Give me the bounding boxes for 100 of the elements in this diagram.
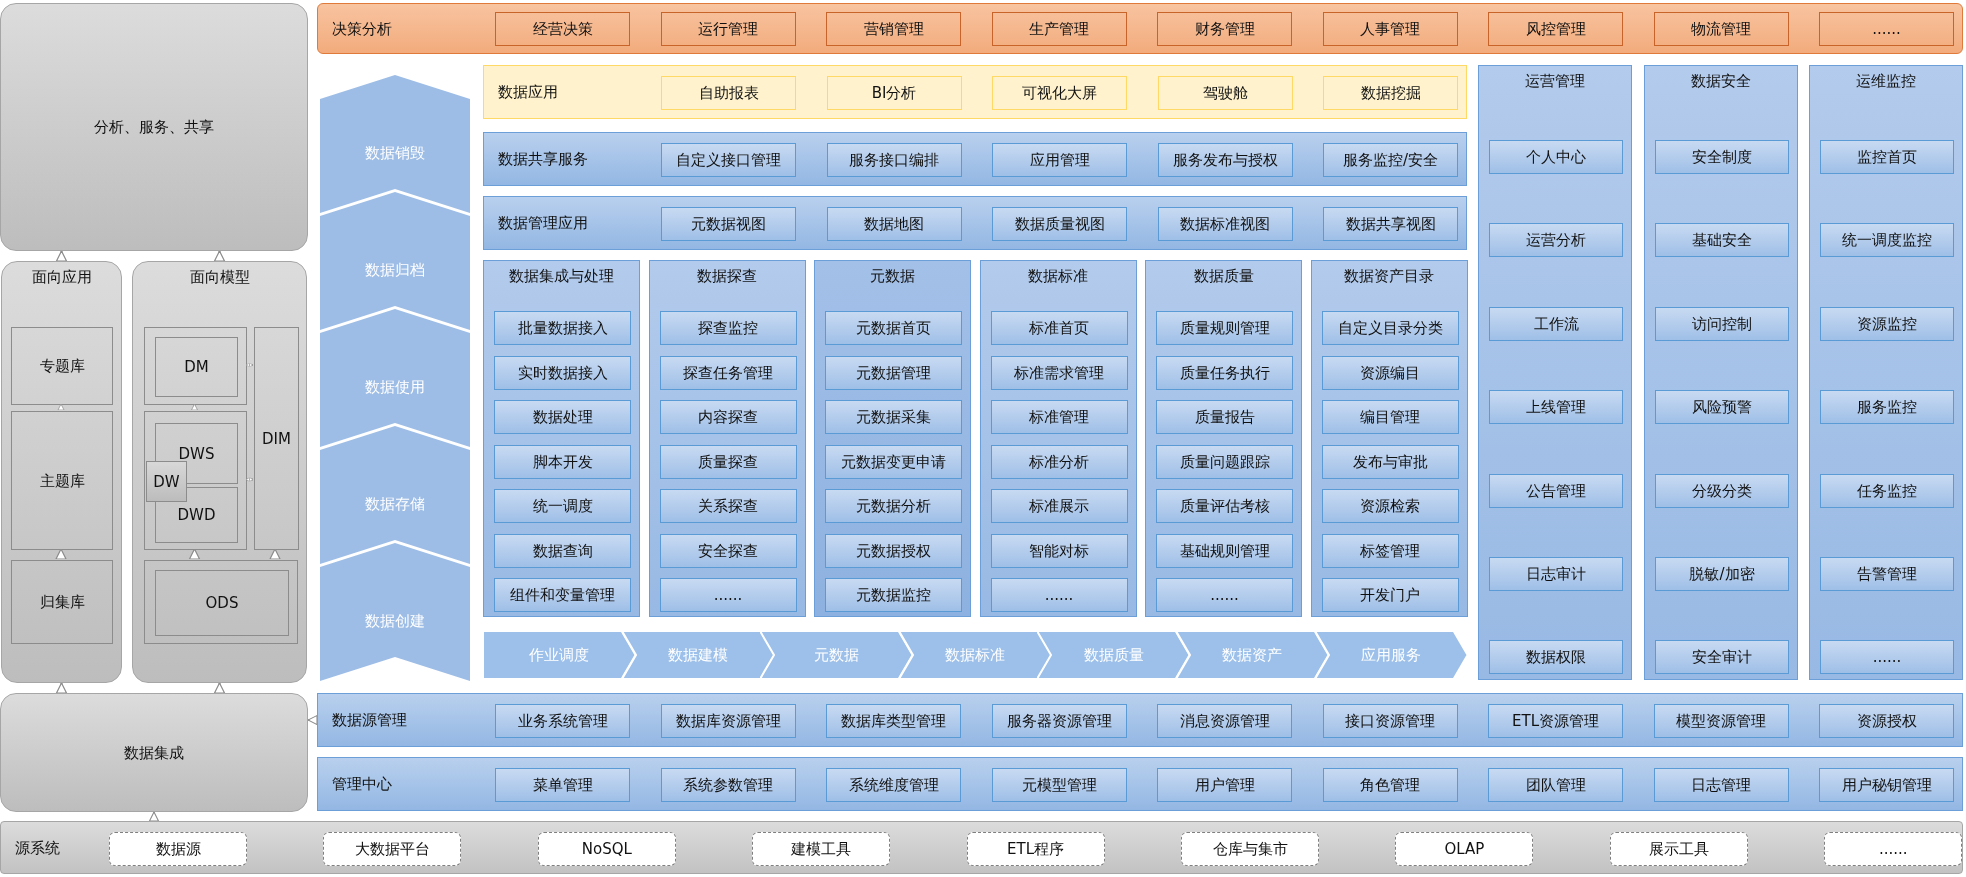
arrow [307, 714, 318, 726]
arrow [148, 811, 160, 822]
module-box: ...... [990, 578, 1128, 612]
module-box: 元数据采集 [825, 400, 962, 434]
module-panel [1310, 260, 1468, 617]
panel-title: 数据集成与处理 [508, 267, 615, 285]
module-box: 数据挖掘 [1323, 76, 1458, 110]
panel-title: 数据质量 [1192, 267, 1255, 285]
module-box: 日志审计 [1489, 557, 1623, 591]
source-box: 大数据平台 [323, 832, 462, 866]
module-box: 人事管理 [1322, 12, 1458, 46]
container-box [144, 560, 298, 644]
module-box: 自助报表 [661, 76, 796, 110]
arrow [213, 250, 226, 262]
module-box: 用户管理 [1157, 768, 1292, 802]
arrow [55, 548, 67, 560]
module-box: 个人中心 [1489, 140, 1623, 174]
module-box: ...... [1819, 12, 1954, 46]
store-box: 主题库 [11, 411, 113, 550]
lifecycle-stage: 数据归档 [320, 192, 470, 330]
module-box: 公告管理 [1489, 473, 1623, 508]
module-box: 发布与审批 [1321, 444, 1459, 479]
panel-title: 管理中心 [332, 775, 392, 793]
source-box: NoSQL [537, 832, 676, 866]
module-box: 数据库资源管理 [660, 704, 796, 738]
module-box: 资源监控 [1820, 306, 1954, 341]
module-box: 生产管理 [991, 12, 1127, 46]
module-box: 应用管理 [992, 143, 1127, 177]
layer-panel: 数据集成 [0, 693, 308, 812]
module-box: 数据库类型管理 [826, 704, 961, 738]
source-box: 展示工具 [1609, 832, 1748, 866]
arrow [191, 403, 198, 411]
module-panel [979, 260, 1137, 617]
module-box: 元数据监控 [825, 578, 962, 612]
module-box: 系统参数管理 [660, 768, 796, 802]
module-box: 元数据授权 [825, 533, 962, 568]
module-box: 数据标准视图 [1157, 207, 1293, 241]
module-box: 任务监控 [1820, 473, 1954, 508]
module-box: 标准管理 [990, 400, 1128, 434]
layer-panel [132, 261, 307, 683]
module-box: 资源授权 [1819, 704, 1954, 738]
source-box: OLAP [1395, 832, 1534, 866]
module-box: ETL资源管理 [1488, 704, 1623, 738]
module-box: 质量报告 [1156, 400, 1293, 434]
module-box: 上线管理 [1489, 390, 1623, 425]
module-box: 物流管理 [1653, 12, 1789, 46]
module-box: 工作流 [1489, 306, 1623, 341]
module-box: 经营决策 [495, 12, 630, 46]
panel-title: 数据资产目录 [1343, 267, 1435, 285]
module-box: 统一调度监控 [1820, 223, 1954, 258]
store-box: DIM [254, 327, 299, 550]
module-box: 用户秘钥管理 [1819, 768, 1954, 802]
module-box: 监控首页 [1820, 140, 1954, 174]
module-panel [483, 260, 640, 617]
double-arrow [245, 477, 254, 482]
module-box: 脱敏/加密 [1655, 557, 1789, 591]
module-box: 运营分析 [1489, 223, 1623, 258]
module-box: 探查监控 [659, 311, 797, 345]
module-box: 探查任务管理 [659, 355, 797, 390]
module-box: 运行管理 [660, 12, 796, 46]
panel-title: 数据探查 [696, 267, 758, 285]
module-box: 质量问题跟踪 [1156, 444, 1293, 479]
module-box: 数据共享视图 [1323, 207, 1458, 241]
source-box: ...... [1824, 832, 1963, 866]
module-box: 标准需求管理 [990, 355, 1128, 390]
store-box: DW [146, 461, 187, 502]
module-panel [1478, 65, 1632, 680]
module-box: 可视化大屏 [992, 76, 1127, 110]
module-box: 安全制度 [1655, 140, 1789, 174]
module-panel [1809, 65, 1963, 680]
store-box: 专题库 [11, 327, 113, 405]
layer-panel: 分析、服务、共享 [0, 3, 308, 251]
container-box [144, 411, 247, 550]
module-box: 标签管理 [1321, 533, 1459, 568]
panel-title: 数据共享服务 [498, 150, 588, 168]
module-panel [648, 260, 806, 617]
panel-title: 数据管理应用 [498, 214, 588, 232]
module-box: 日志管理 [1653, 768, 1789, 802]
panel-title: 数据安全 [1690, 72, 1752, 90]
module-box: 消息资源管理 [1157, 704, 1292, 738]
process-step: 元数据 [760, 631, 913, 679]
lifecycle-stage: 数据创建 [320, 543, 470, 681]
module-box: 质量评估考核 [1156, 489, 1293, 523]
layer-band [483, 65, 1467, 119]
module-box: 数据处理 [494, 400, 631, 434]
module-box: 系统维度管理 [826, 768, 961, 802]
process-step: 应用服务 [1314, 631, 1468, 679]
module-box: 元数据分析 [825, 489, 962, 523]
module-box: 元数据首页 [825, 311, 962, 345]
module-box: 批量数据接入 [494, 311, 631, 345]
module-box: 元数据变更申请 [825, 444, 962, 479]
module-box: ...... [659, 578, 797, 612]
arrow [188, 548, 201, 560]
module-box: 服务接口编排 [826, 143, 962, 177]
source-band [0, 821, 1963, 874]
module-box: 财务管理 [1157, 12, 1292, 46]
module-box: 服务发布与授权 [1157, 143, 1293, 177]
layer-band [317, 693, 1963, 747]
source-box: ETL程序 [966, 832, 1105, 866]
module-box: 访问控制 [1655, 306, 1789, 341]
